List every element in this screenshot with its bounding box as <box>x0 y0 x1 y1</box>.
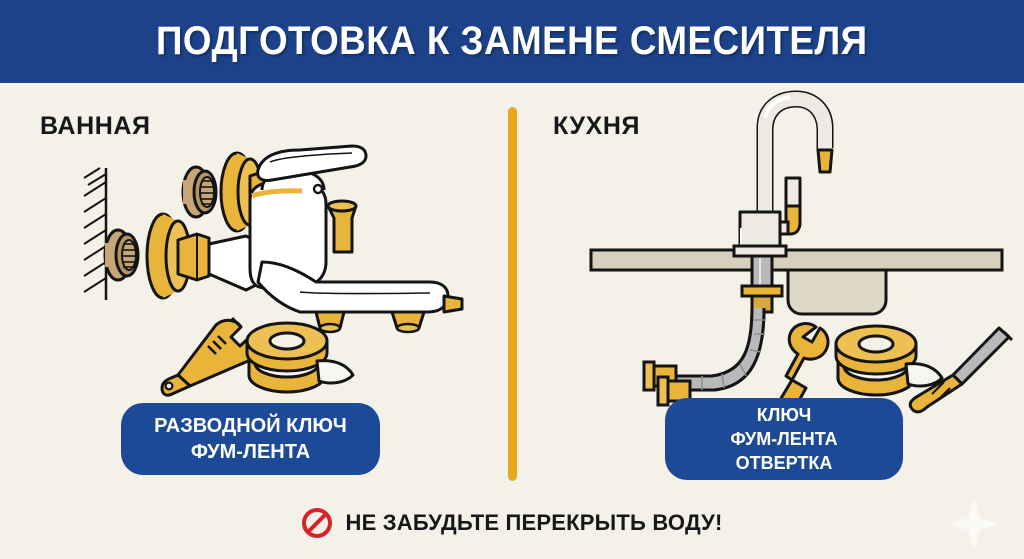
screwdriver-icon <box>908 326 1014 414</box>
faucet-shank-and-nut <box>740 254 784 314</box>
tools-box-kitchen-line-2: ФУМ-ЛЕНТА <box>730 429 838 449</box>
bath-lower-inlet <box>103 212 211 300</box>
tools-box-bathroom: РАЗВОДНОЙ КЛЮЧ ФУМ-ЛЕНТА <box>121 403 380 475</box>
bath-mixer-body <box>207 144 464 334</box>
kitchen-sink-basin <box>786 268 888 316</box>
page-title: ПОДГОТОВКА К ЗАМЕНЕ СМЕСИТЕЛЯ <box>156 19 868 63</box>
prohibition-sign-icon <box>302 508 333 538</box>
flexible-supply-hoses <box>642 307 766 407</box>
fum-tape-icon-kitchen <box>834 324 944 397</box>
vertical-divider <box>508 107 517 481</box>
header-bar: ПОДГОТОВКА К ЗАМЕНЕ СМЕСИТЕЛЯ <box>0 0 1024 83</box>
section-label-kitchen: КУХНЯ <box>553 112 641 140</box>
tools-box-kitchen-line-1: КЛЮЧ <box>756 405 812 425</box>
tools-box-bathroom-line-1: РАЗВОДНОЙ КЛЮЧ <box>154 415 347 437</box>
kitchen-countertop <box>589 248 1004 272</box>
kitchen-faucet <box>732 90 834 258</box>
bath-upper-inlet <box>181 151 282 233</box>
bathroom-wall-illustration <box>83 167 108 300</box>
tools-box-kitchen-line-3: ОТВЕРТКА <box>735 453 833 473</box>
adjustable-wrench-icon <box>160 316 257 397</box>
fum-tape-icon <box>245 321 355 394</box>
tools-box-bathroom-line-2: ФУМ-ЛЕНТА <box>190 441 311 463</box>
footer-warning-text: НЕ ЗАБУДЬТЕ ПЕРЕКРЫТЬ ВОДУ! <box>345 510 723 535</box>
section-label-bathroom: ВАННАЯ <box>40 112 151 140</box>
tools-box-kitchen: КЛЮЧ ФУМ-ЛЕНТА ОТВЕРТКА <box>665 398 903 480</box>
footer-warning: НЕ ЗАБУДЬТЕ ПЕРЕКРЫТЬ ВОДУ! <box>0 498 1024 548</box>
